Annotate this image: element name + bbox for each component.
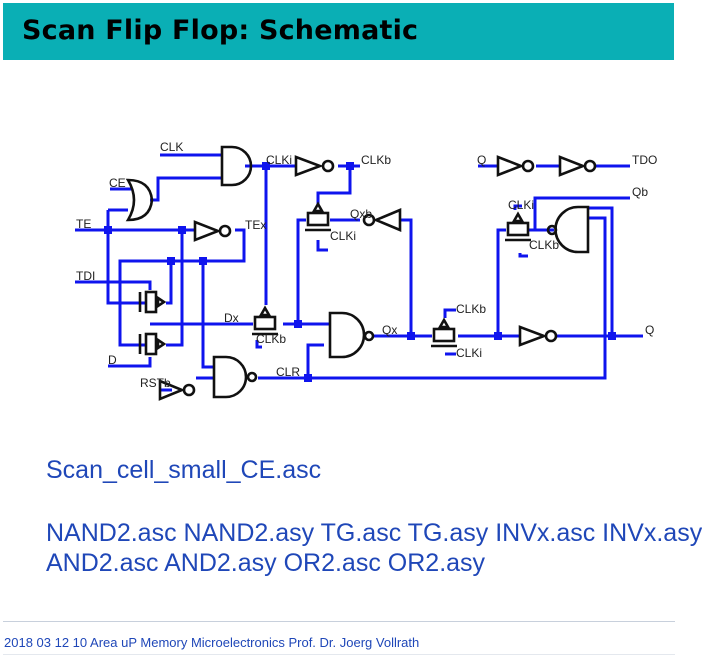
nand2-latch: [546, 205, 590, 254]
wires: [75, 153, 643, 392]
label-clkb-tg3: CLKb: [456, 302, 486, 316]
label-q-in: Q: [477, 153, 486, 167]
main-schematic-filename: Scan_cell_small_CE.asc: [46, 456, 322, 484]
label-d: D: [108, 353, 117, 367]
label-clki: CLKi: [266, 153, 292, 167]
label-q-out: Q: [645, 323, 654, 337]
label-clki-tg3: CLKi: [456, 346, 482, 360]
label-te: TE: [76, 217, 91, 231]
label-dx: Dx: [224, 311, 239, 325]
tg-latch1: [305, 201, 331, 232]
label-clki-tg1: CLKi: [330, 229, 356, 243]
tg-latch2: [505, 211, 531, 242]
label-clkb-tg-dx: CLKb: [256, 332, 286, 346]
label-clk: CLK: [160, 140, 183, 154]
inverter-q: [518, 325, 558, 347]
label-tdi: TDI: [76, 269, 95, 283]
scan-flip-flop-schematic: CLK CE TE TDI D RSTb CLKi CLKb TEx Dx Qx…: [75, 140, 657, 401]
inverter-tdo-1: [496, 155, 535, 177]
label-ce: CE: [109, 176, 126, 190]
junctions: [104, 162, 616, 382]
inverter-tdo-2: [558, 155, 597, 177]
tg-d: [138, 332, 167, 356]
label-tdo: TDO: [632, 153, 657, 167]
file-list-line-1: NAND2.asc NAND2.asy TG.asc TG.asy INVx.a…: [46, 519, 702, 547]
label-clkb: CLKb: [361, 153, 391, 167]
label-clkb-tg4: CLKb: [529, 238, 559, 252]
or2-gate: [125, 178, 154, 222]
inverter-qxb: [362, 208, 402, 232]
nand2-main: [328, 311, 375, 359]
label-clr: CLR: [276, 365, 300, 379]
footer-text: 2018 03 12 10 Area uP Memory Microelectr…: [4, 635, 420, 650]
inverter-te: [193, 220, 232, 242]
label-qxb: Qxb: [350, 207, 372, 221]
title-bar: Scan Flip Flop: Schematic: [3, 3, 674, 60]
inverter-rstb: [158, 379, 196, 401]
tg-qx: [431, 317, 457, 348]
tg-dx: [252, 305, 278, 336]
tg-tdi: [138, 290, 167, 314]
label-rstb: RSTb: [140, 376, 171, 390]
footer-divider: [3, 621, 675, 622]
nand2-clr: [212, 355, 258, 399]
label-clki-tg4: CLKi: [508, 198, 534, 212]
label-tex: TEx: [245, 218, 266, 232]
page-title: Scan Flip Flop: Schematic: [22, 15, 419, 46]
subcircuit-file-list: NAND2.asc NAND2.asy TG.asc TG.asy INVx.a…: [46, 518, 702, 578]
inverter-clk: [294, 155, 335, 177]
file-list-line-2: AND2.asc AND2.asy OR2.asc OR2.asy: [46, 549, 486, 577]
footer-bottom-divider: [3, 654, 675, 655]
net-labels: CLK CE TE TDI D RSTb CLKi CLKb TEx Dx Qx…: [76, 140, 657, 390]
label-qx: Qx: [382, 323, 397, 337]
and2-gate: [220, 145, 253, 187]
label-qb: Qb: [632, 185, 648, 199]
